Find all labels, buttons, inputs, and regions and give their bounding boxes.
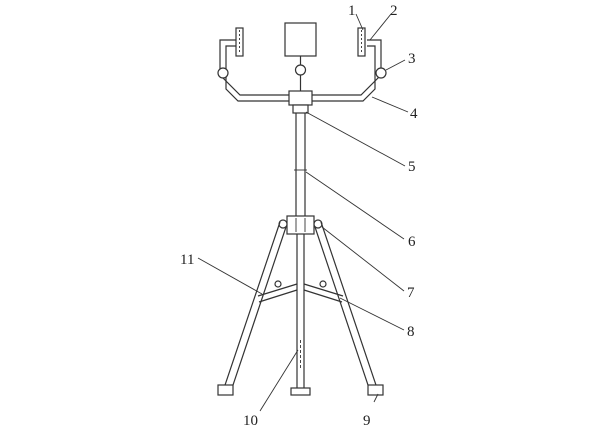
main-pole [294, 113, 307, 216]
right-foot [367, 384, 384, 396]
braces [257, 280, 344, 303]
right-leg [314, 221, 380, 395]
arm-connector [288, 90, 313, 106]
left-foot [217, 384, 234, 396]
connector-collar [292, 104, 309, 114]
right-head [357, 27, 366, 57]
center-leg [296, 234, 305, 388]
label-4: 4 [410, 106, 418, 122]
label-9: 9 [363, 413, 371, 428]
right-arm [312, 39, 387, 102]
left-arm [217, 39, 289, 102]
label-2: 2 [390, 3, 398, 19]
label-5: 5 [408, 159, 416, 175]
center-pivot [294, 64, 307, 76]
label-7: 7 [407, 285, 415, 301]
leg-hub [278, 215, 323, 235]
center-plate [284, 22, 317, 57]
center-foot [290, 387, 311, 396]
label-11: 11 [180, 252, 194, 268]
leader-lines [197, 13, 409, 412]
label-6: 6 [408, 234, 416, 250]
label-8: 8 [407, 324, 415, 340]
left-leg [221, 221, 287, 395]
left-head [235, 27, 244, 57]
left-arm-pivot [217, 67, 229, 79]
label-3: 3 [408, 51, 416, 67]
right-arm-pivot [375, 67, 387, 79]
label-10: 10 [243, 413, 258, 428]
label-1: 1 [348, 3, 356, 19]
